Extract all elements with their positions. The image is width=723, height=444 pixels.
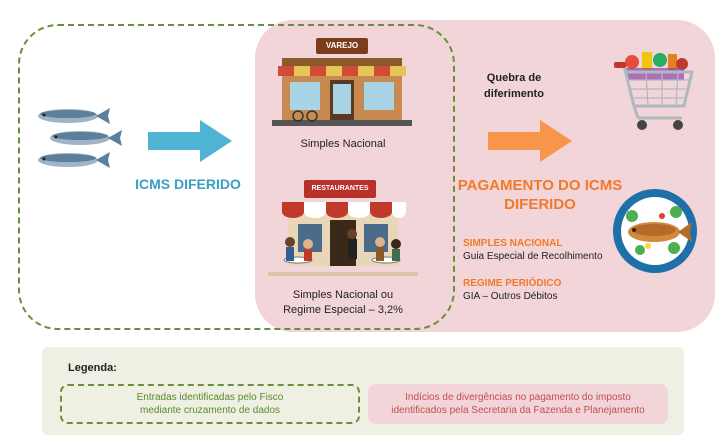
regime-periodico-title: REGIME PERIÓDICO bbox=[463, 278, 562, 289]
shopping-cart-icon bbox=[614, 52, 694, 130]
orange-arrow-icon bbox=[488, 120, 572, 162]
store-icon bbox=[272, 38, 412, 126]
regime-periodico-text: GIA – Outros Débitos bbox=[463, 291, 558, 302]
simples-nacional-title: SIMPLES NACIONAL bbox=[463, 238, 563, 249]
restaurantes-caption-line2: Regime Especial – 3,2% bbox=[283, 304, 403, 316]
legend-green-item: Entradas identificadas pelo Fisco median… bbox=[60, 384, 360, 424]
restaurantes-caption: Simples Nacional ou Regime Especial – 3,… bbox=[266, 288, 420, 318]
fish-icon bbox=[38, 108, 122, 168]
varejo-sign: VAREJO bbox=[325, 41, 359, 50]
legend-title: Legenda: bbox=[68, 362, 117, 374]
green-zone-entradas bbox=[18, 24, 455, 330]
restaurantes-caption-line1: Simples Nacional ou bbox=[292, 289, 394, 301]
regime-simples-block: SIMPLES NACIONAL Guia Especial de Recolh… bbox=[463, 238, 603, 262]
restaurant-icon bbox=[268, 180, 418, 276]
icms-diferido-label: ICMS DIFERIDO bbox=[135, 176, 241, 192]
fish-dish-icon bbox=[613, 189, 697, 273]
quebra-diferimento-label: Quebra de diferimento bbox=[484, 72, 544, 100]
regime-periodico-block: REGIME PERIÓDICO GIA – Outros Débitos bbox=[463, 278, 561, 302]
pagamento-icms-label: PAGAMENTO DO ICMS DIFERIDO bbox=[457, 177, 623, 213]
legend-pink-line1: Indícios de divergências no pagamento do… bbox=[405, 392, 631, 403]
legend-green-line1: Entradas identificadas pelo Fisco bbox=[136, 392, 284, 403]
varejo-caption: Simples Nacional bbox=[300, 138, 386, 150]
legend-green-line2: mediante cruzamento de dados bbox=[139, 405, 281, 416]
legend-pink-item: Indícios de divergências no pagamento do… bbox=[368, 384, 668, 424]
simples-nacional-text: Guia Especial de Recolhimento bbox=[463, 251, 603, 262]
restaurantes-sign: RESTAURANTES bbox=[311, 185, 369, 192]
blue-arrow-icon bbox=[148, 120, 232, 162]
legend-pink-line2: identificados pela Secretaria da Fazenda… bbox=[391, 405, 645, 416]
